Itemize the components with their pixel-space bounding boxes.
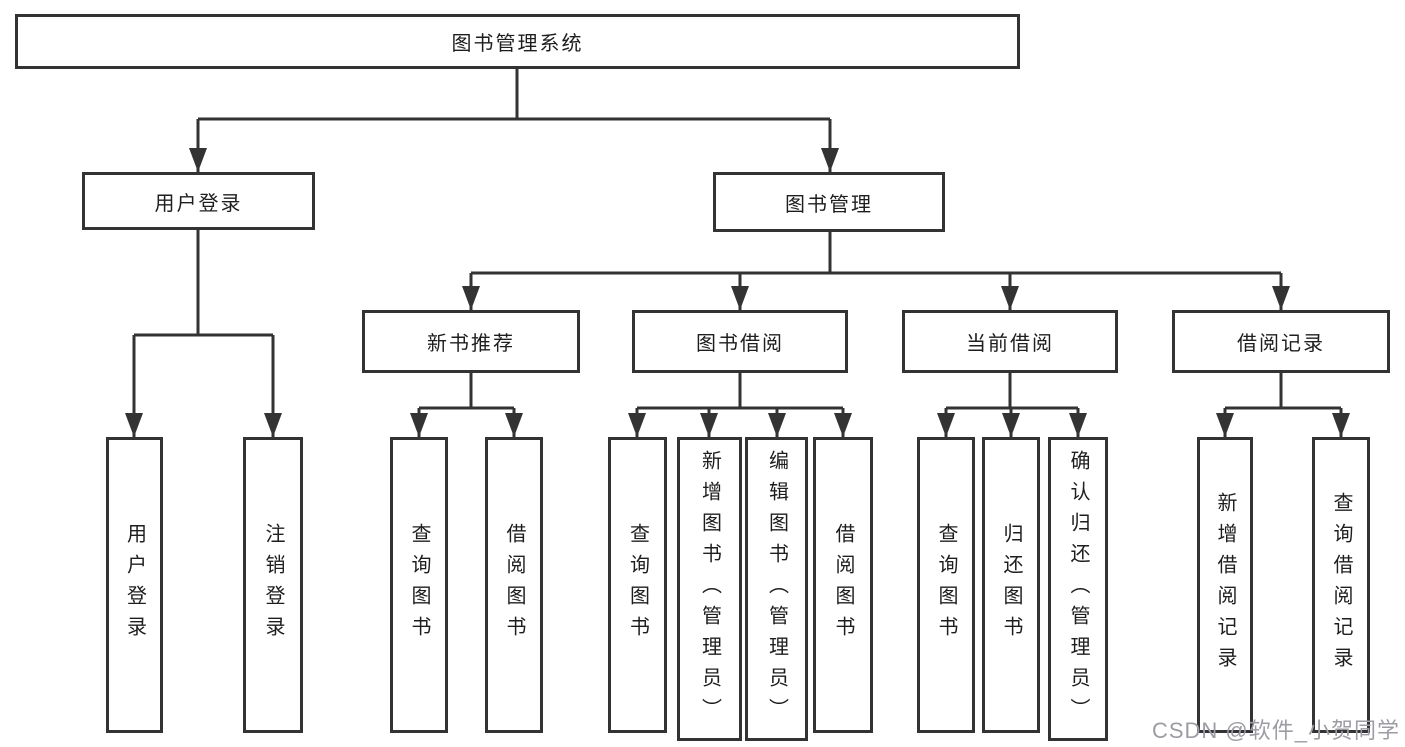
leaf-query-borrow-record: 查询借阅记录 <box>1312 437 1370 733</box>
leaf-query-books-1: 查询图书 <box>390 437 448 733</box>
node-new-book-recommend: 新书推荐 <box>362 310 580 373</box>
csdn-watermark: CSDN @软件_小贺同学 <box>1151 718 1400 743</box>
leaf-confirm-return-admin: 确认归还（管理员） <box>1048 437 1108 741</box>
leaf-label: 新增图书（管理员） <box>698 449 721 729</box>
leaf-user-login: 用户登录 <box>106 437 163 733</box>
leaf-logout: 注销登录 <box>243 437 303 733</box>
node-borrow-records-label: 借阅记录 <box>1237 333 1325 355</box>
leaf-label: 查询图书 <box>408 523 430 647</box>
leaf-query-books-3: 查询图书 <box>917 437 975 733</box>
node-root: 图书管理系统 <box>15 14 1020 69</box>
leaf-label: 归还图书 <box>1000 523 1022 647</box>
leaf-query-books-2: 查询图书 <box>608 437 667 733</box>
leaf-label: 新增借阅记录 <box>1214 492 1236 678</box>
leaf-label: 查询图书 <box>626 523 649 647</box>
leaf-label: 查询借阅记录 <box>1330 492 1352 678</box>
node-book-management: 图书管理 <box>713 172 945 232</box>
leaf-return-books: 归还图书 <box>982 437 1040 733</box>
node-user-login: 用户登录 <box>82 172 315 230</box>
node-book-management-label: 图书管理 <box>785 193 873 216</box>
leaf-label: 查询图书 <box>935 523 957 647</box>
leaf-label: 确认归还（管理员） <box>1067 449 1089 729</box>
node-book-borrowing-label: 图书借阅 <box>696 333 784 355</box>
leaf-edit-books-admin: 编辑图书（管理员） <box>745 437 808 741</box>
node-current-borrowing: 当前借阅 <box>902 310 1118 373</box>
node-book-borrowing: 图书借阅 <box>632 310 848 373</box>
leaf-add-borrow-record: 新增借阅记录 <box>1197 437 1253 733</box>
node-borrow-records: 借阅记录 <box>1172 310 1390 373</box>
leaf-label: 注销登录 <box>262 523 284 647</box>
node-current-borrowing-label: 当前借阅 <box>966 333 1054 355</box>
arrowheads <box>125 148 1350 437</box>
node-new-book-recommend-label: 新书推荐 <box>427 333 515 355</box>
leaf-add-books-admin: 新增图书（管理员） <box>677 437 742 741</box>
leaf-label: 借阅图书 <box>832 523 854 647</box>
leaf-label: 用户登录 <box>123 523 146 647</box>
leaf-borrow-books-1: 借阅图书 <box>485 437 543 733</box>
leaf-label: 借阅图书 <box>503 523 525 647</box>
node-user-login-label: 用户登录 <box>154 192 243 215</box>
leaf-label: 编辑图书（管理员） <box>765 449 788 729</box>
node-root-label: 图书管理系统 <box>451 33 584 55</box>
leaf-borrow-books-2: 借阅图书 <box>813 437 873 733</box>
